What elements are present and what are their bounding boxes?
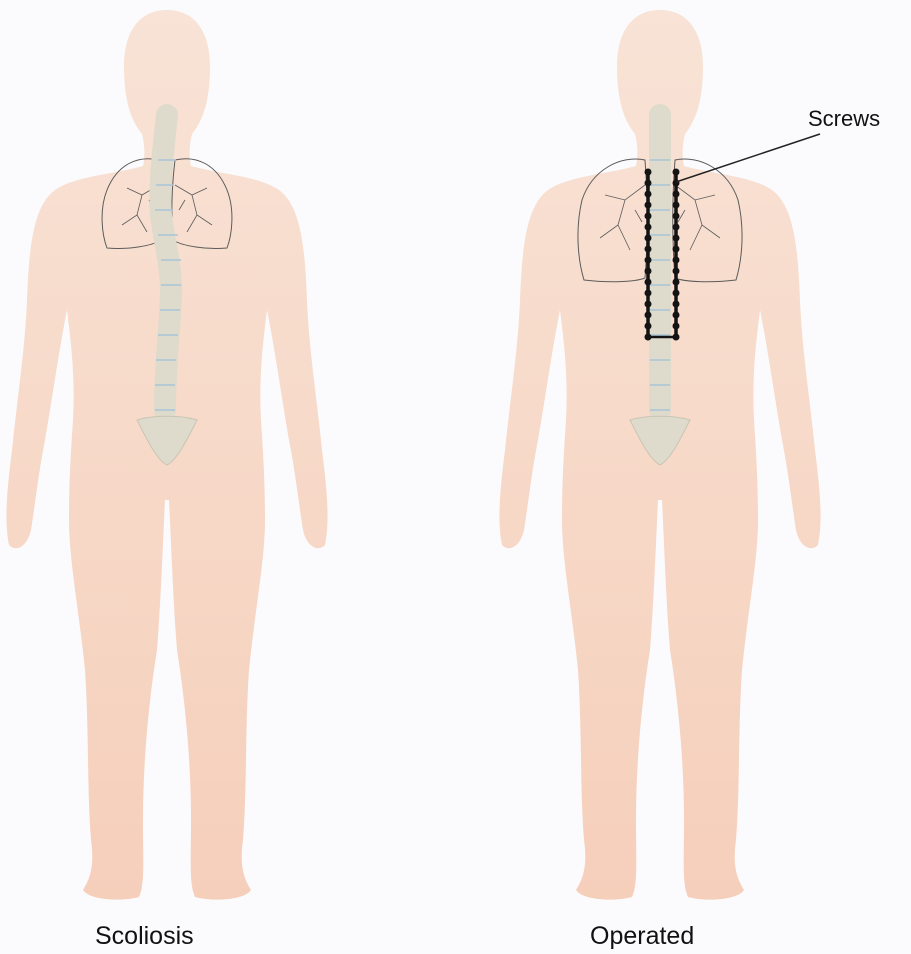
- screw-dot: [673, 301, 679, 307]
- screw-dot: [645, 279, 651, 285]
- screw-dot: [673, 312, 679, 318]
- screw-dot: [673, 202, 679, 208]
- screw-dot: [645, 202, 651, 208]
- screw-dot: [673, 323, 679, 329]
- screw-dot: [645, 169, 651, 175]
- screws-callout-line: [676, 134, 820, 182]
- screw-dot: [673, 279, 679, 285]
- screw-dot: [673, 290, 679, 296]
- screw-dot: [673, 191, 679, 197]
- screw-dot: [673, 169, 679, 175]
- screw-dot: [673, 268, 679, 274]
- screw-dot: [645, 323, 651, 329]
- screw-dot: [645, 180, 651, 186]
- screw-dot: [645, 290, 651, 296]
- screw-dot: [645, 312, 651, 318]
- scoliosis-figure: [6, 10, 327, 900]
- operated-figure: [499, 10, 820, 900]
- caption-operated: Operated: [590, 922, 694, 951]
- screw-dot: [673, 224, 679, 230]
- screw-dot: [645, 268, 651, 274]
- screw-dot: [645, 334, 651, 340]
- screw-dot: [673, 213, 679, 219]
- screw-dot: [673, 235, 679, 241]
- screw-dot: [645, 213, 651, 219]
- screw-dot: [673, 257, 679, 263]
- screw-dot: [673, 334, 679, 340]
- screw-dot: [645, 257, 651, 263]
- screw-dot: [645, 224, 651, 230]
- screw-dot: [645, 235, 651, 241]
- screw-dot: [645, 301, 651, 307]
- screws-label: Screws: [808, 106, 880, 132]
- screw-dot: [673, 246, 679, 252]
- screw-dot: [645, 191, 651, 197]
- caption-scoliosis: Scoliosis: [95, 922, 194, 951]
- screw-dot: [645, 246, 651, 252]
